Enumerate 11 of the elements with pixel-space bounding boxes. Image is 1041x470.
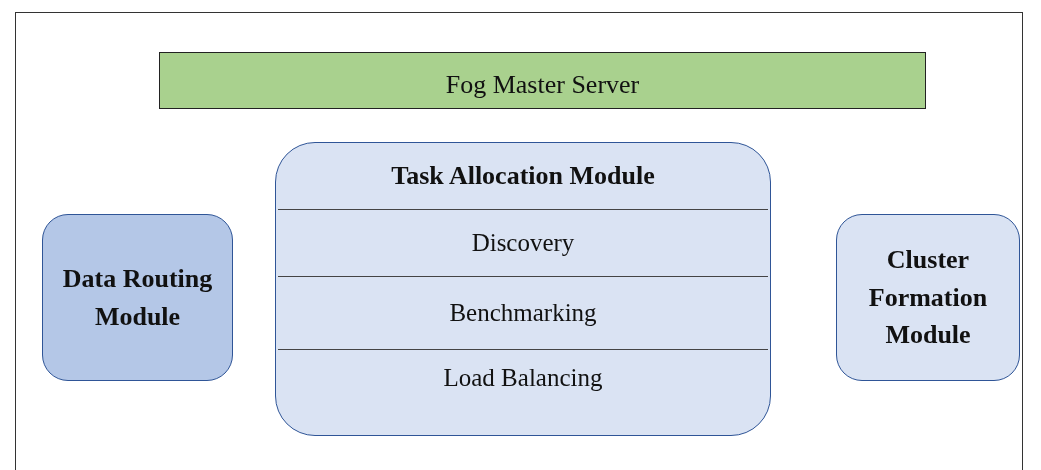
module-title: Task Allocation Module — [391, 160, 655, 193]
band-label: Benchmarking — [449, 297, 597, 328]
module-box — [275, 142, 771, 436]
module-box — [42, 214, 233, 381]
server-bar — [159, 52, 926, 109]
module-title: Cluster Formation Module — [867, 243, 989, 352]
band-label: Load Balancing — [443, 362, 603, 393]
module-title: Data Routing Module — [61, 262, 214, 333]
server-label: Fog Master Server — [445, 69, 640, 102]
band-label: Discovery — [471, 227, 575, 258]
module-box — [836, 214, 1020, 381]
